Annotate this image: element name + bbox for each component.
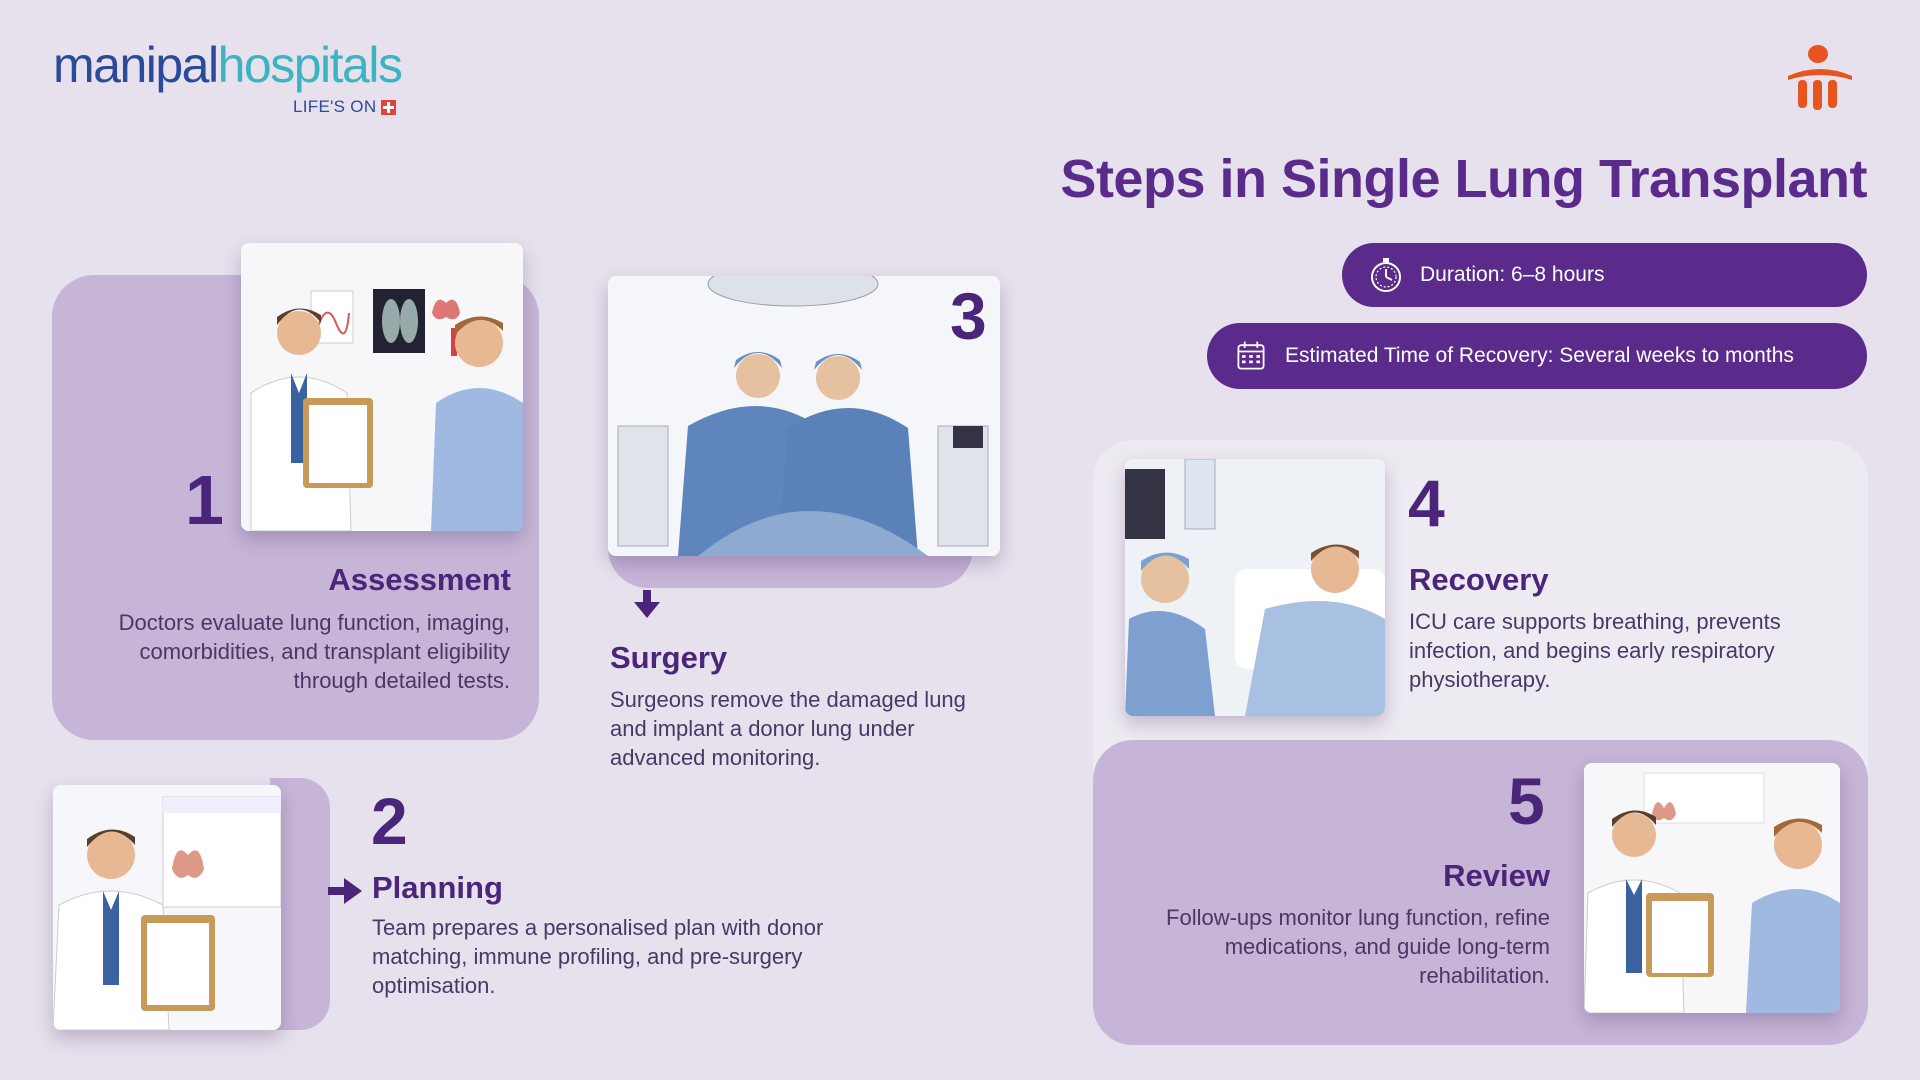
step-1-title: Assessment [328, 562, 511, 597]
step-4-number: 4 [1408, 466, 1445, 540]
step-1-illustration [241, 243, 523, 531]
step-3-description: Surgeons remove the damaged lung and imp… [610, 687, 966, 770]
step-1-description: Doctors evaluate lung function, imaging,… [118, 610, 510, 693]
page-title: Steps in Single Lung Transplant [1060, 149, 1867, 209]
step-5-title: Review [1443, 858, 1550, 893]
step-1-number: 1 [185, 461, 224, 539]
arrow-right-icon [328, 876, 364, 911]
step-4-illustration [1125, 459, 1385, 716]
step-3-title: Surgery [610, 640, 728, 675]
step-2-number: 2 [371, 784, 408, 858]
step-3-number: 3 [950, 279, 987, 353]
step-5-number: 5 [1508, 764, 1545, 838]
step-2-illustration [53, 785, 281, 1030]
step-4-title: Recovery [1409, 562, 1549, 597]
brand-tagline-wrap: LIFE'S ON [293, 97, 397, 117]
brand-name-part2: hospitals [217, 37, 403, 93]
stopwatch-icon [1366, 255, 1406, 295]
recovery-text: Estimated Time of Recovery: Several week… [1285, 344, 1794, 367]
step-5-description: Follow-ups monitor lung function, refine… [1166, 905, 1550, 988]
step-4-description: ICU care supports breathing, prevents in… [1409, 609, 1781, 692]
brand-tagline: LIFE'S ON [293, 97, 377, 116]
duration-text: Duration: 6–8 hours [1420, 263, 1605, 286]
step-5-illustration [1584, 763, 1840, 1013]
duration-pill: Duration: 6–8 hours [1342, 243, 1867, 307]
step-3-illustration [608, 276, 1000, 556]
cross-icon [381, 99, 397, 115]
step-2-title: Planning [372, 870, 503, 905]
step-2-description: Team prepares a personalised plan with d… [372, 915, 824, 998]
arrow-down-icon [632, 590, 662, 625]
brand-logo: manipalhospitals LIFE'S ON [53, 40, 413, 120]
brand-name-part1: manipal [53, 37, 219, 93]
calendar-icon [1231, 336, 1271, 376]
recovery-pill: Estimated Time of Recovery: Several week… [1207, 323, 1867, 389]
brand-mark-icon [1780, 40, 1860, 120]
